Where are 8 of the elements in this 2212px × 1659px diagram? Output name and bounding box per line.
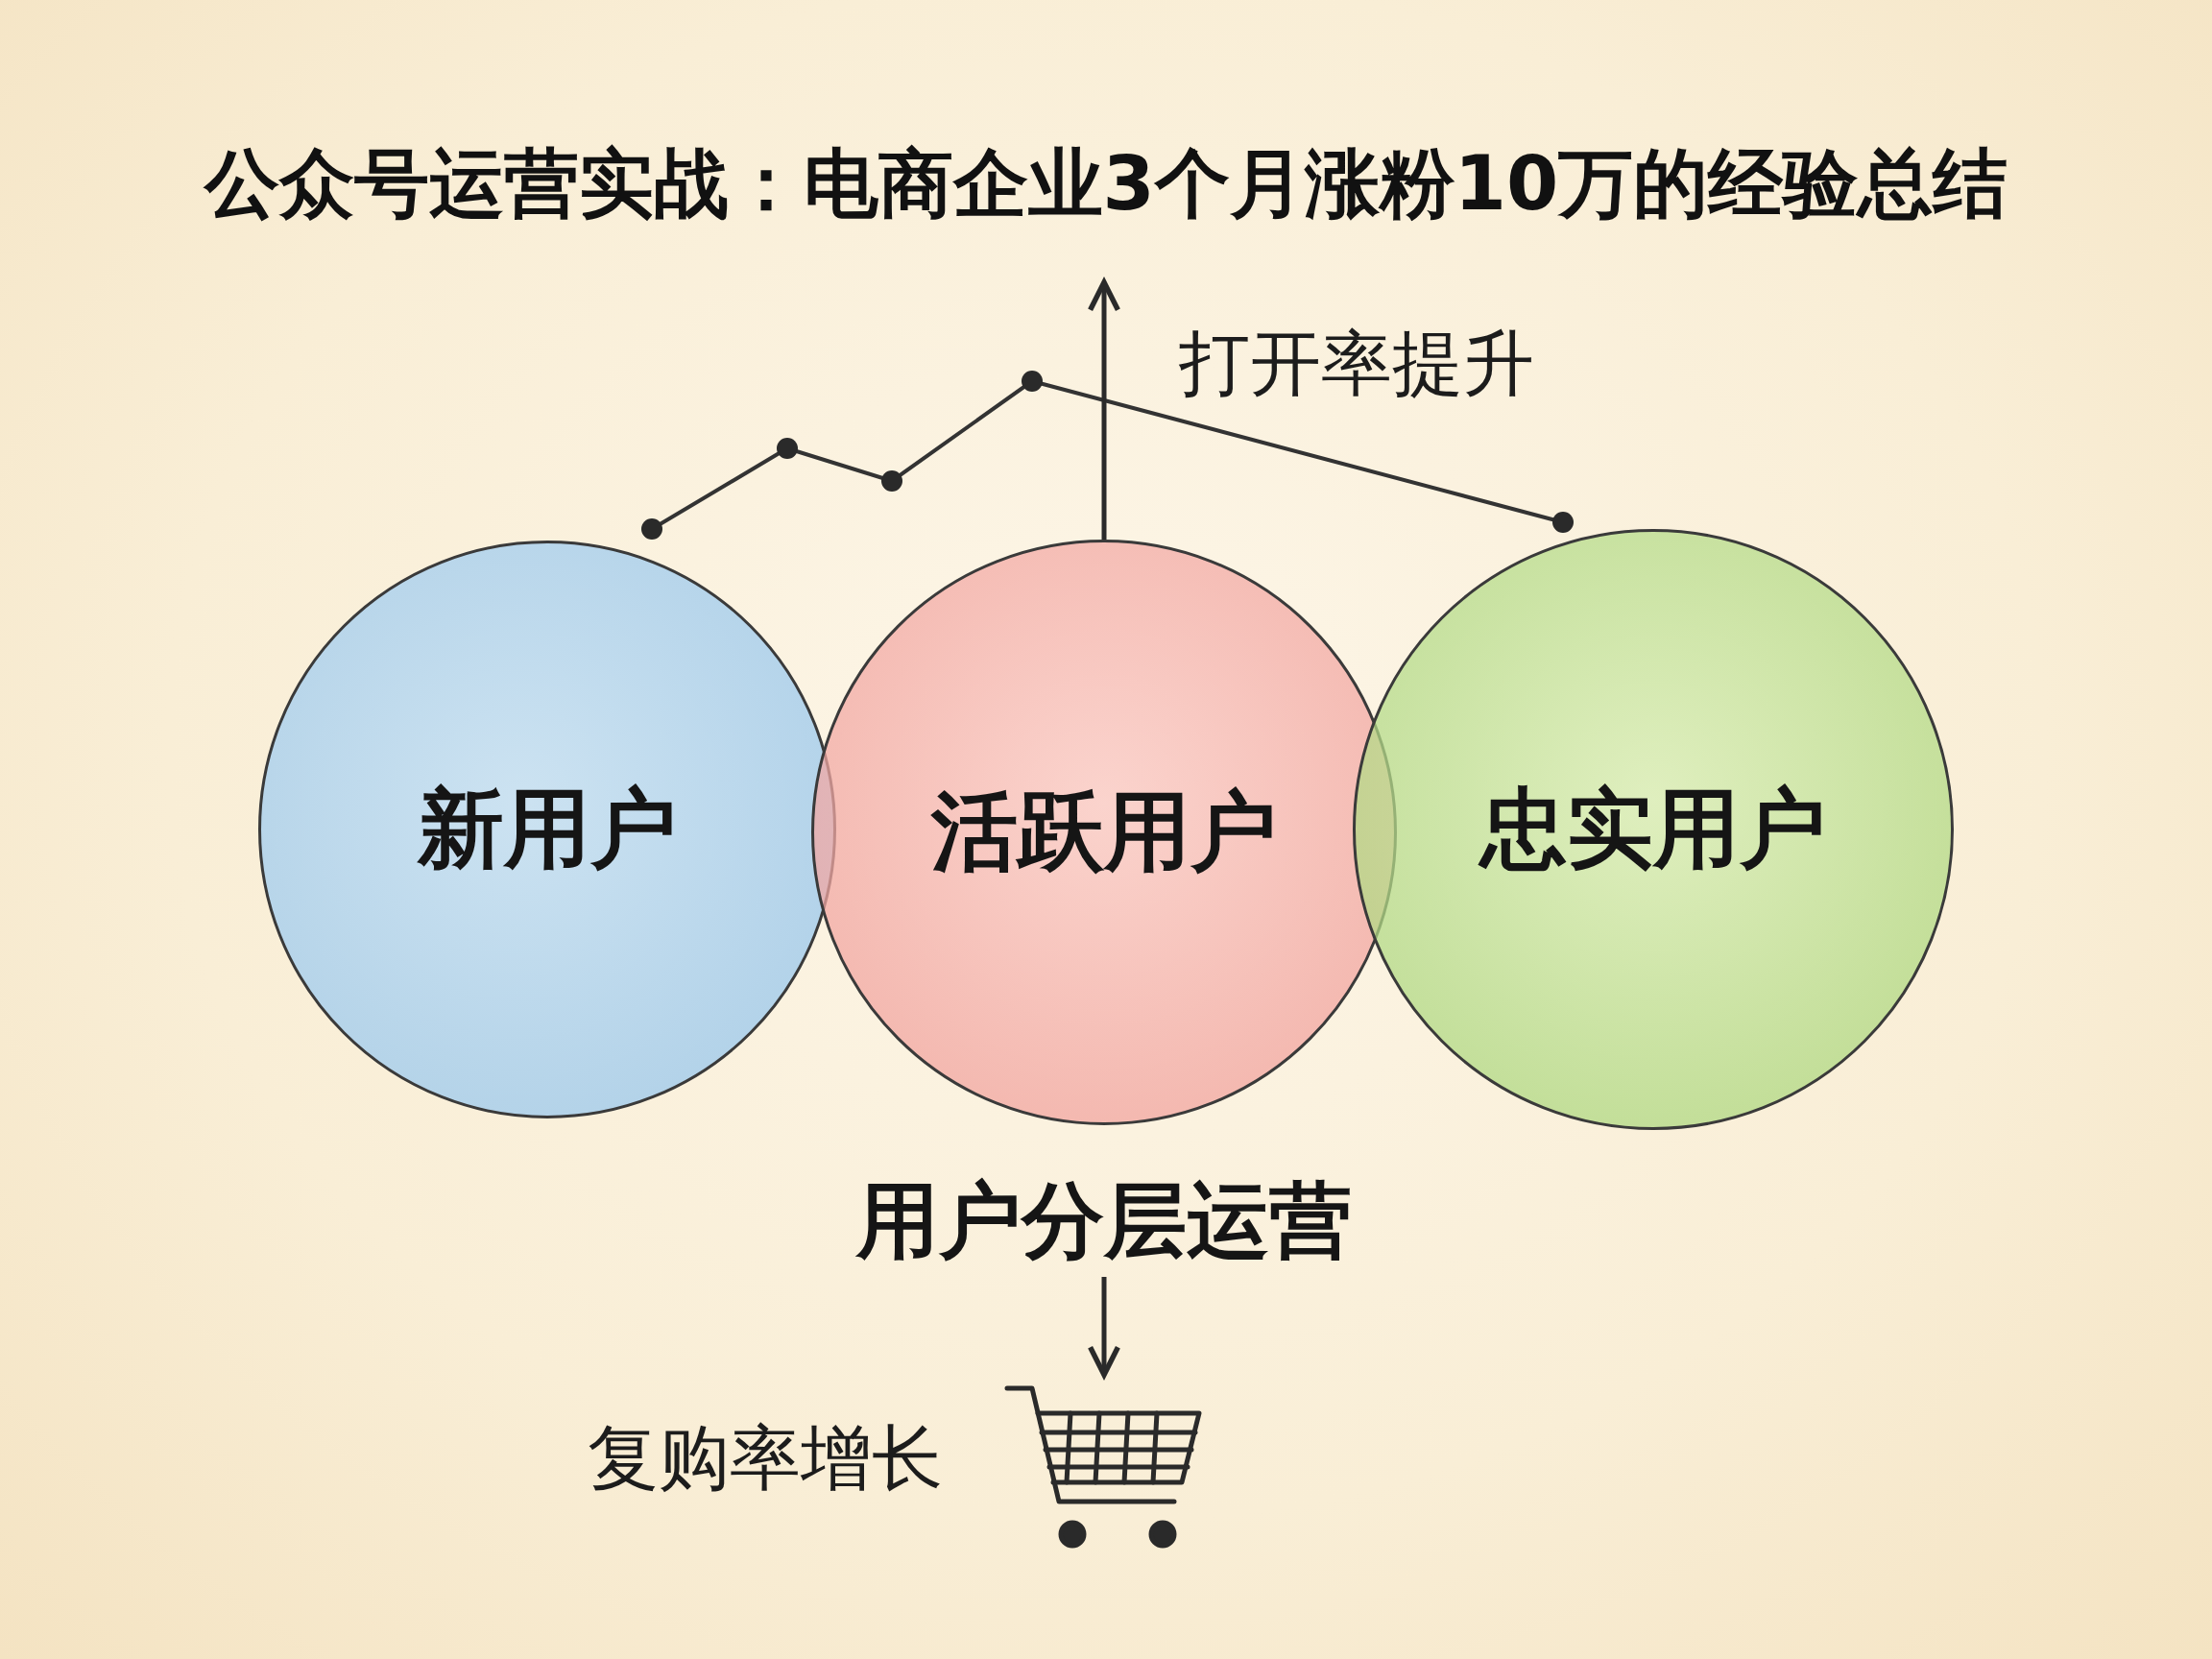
annotation-text: 打开率提升 — [1179, 321, 1534, 406]
caption-text: 复购率增长 — [588, 1415, 943, 1501]
heading-text: 用户分层运营 — [856, 1171, 1352, 1270]
circle-label: 活跃用户 — [931, 780, 1277, 883]
circle-label: 新用户 — [418, 777, 677, 880]
arrow — [1087, 279, 1121, 540]
title: 公众号运营实战：电商企业3个月涨粉10万的经验总结 — [202, 139, 2009, 228]
arrow — [1087, 1277, 1121, 1378]
